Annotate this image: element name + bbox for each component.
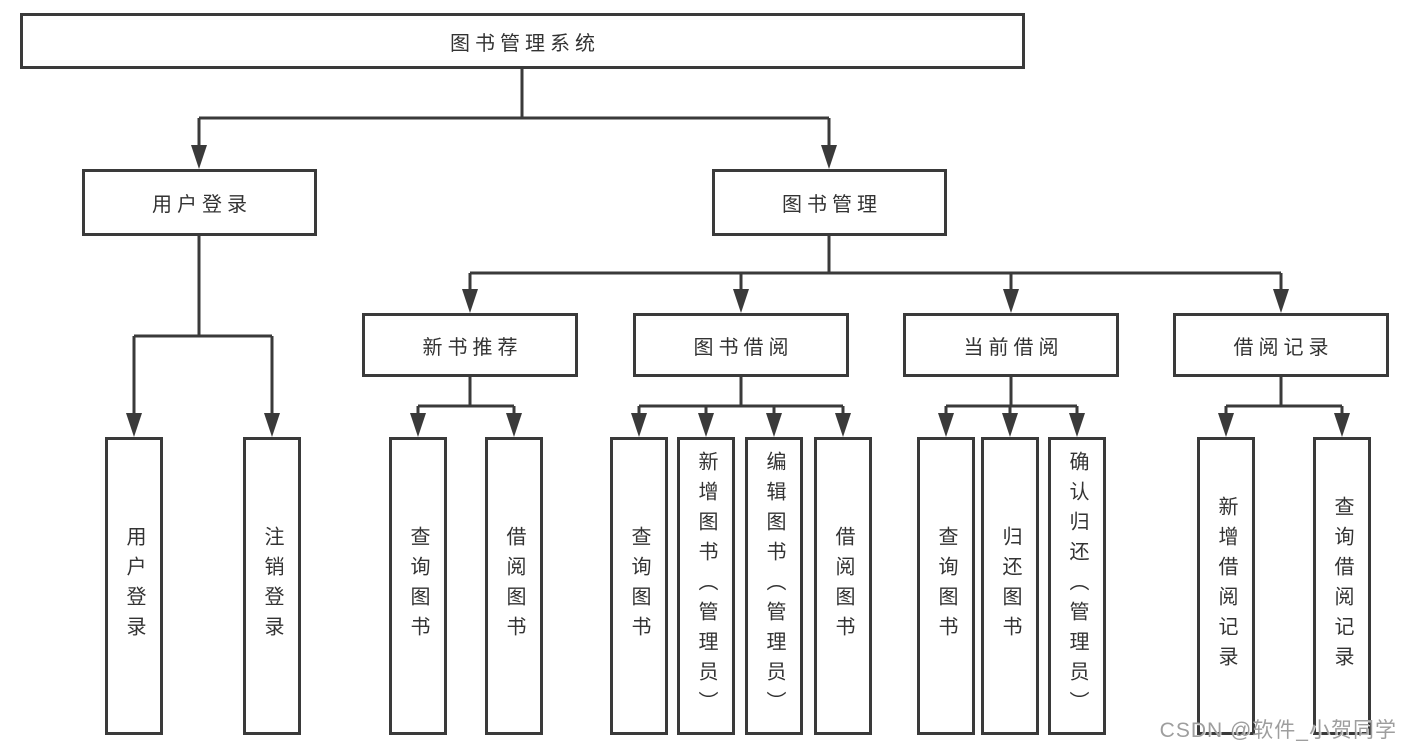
leaf-label: 注销登录 [261,526,283,646]
arrow-down-icon [462,289,478,313]
leaf-return-books: 归还图书 [981,437,1039,735]
leaf-label: 归还图书 [999,526,1021,646]
arrow-down-icon [821,145,837,169]
leaf-confirm-return-admin: 确认归还（管理员） [1048,437,1106,735]
arrow-down-icon [733,289,749,313]
node-book-borrowing: 图书借阅 [633,313,849,377]
leaf-edit-books-admin: 编辑图书（管理员） [745,437,803,735]
node-label: 图书管理系统 [450,32,600,55]
node-label: 图书管理 [782,194,882,216]
arrow-down-icon [126,413,142,437]
arrow-down-icon [698,413,714,437]
leaf-label: 新增图书（管理员） [695,451,717,721]
watermark: CSDN @软件_小贺同学 [1159,719,1397,742]
leaf-label: 借阅图书 [832,526,854,646]
node-book-management: 图书管理 [712,169,947,236]
leaf-label: 编辑图书（管理员） [763,451,785,721]
leaf-label: 查询图书 [628,526,650,646]
leaf-label: 查询图书 [935,526,957,646]
leaf-borrow-books-recommend: 借阅图书 [485,437,543,735]
leaf-query-borrow-record: 查询借阅记录 [1313,437,1371,735]
arrow-down-icon [631,413,647,437]
node-new-book-recommendation: 新书推荐 [362,313,578,377]
leaf-query-books-recommend: 查询图书 [389,437,447,735]
node-label: 借阅记录 [1233,336,1334,359]
leaf-label: 查询图书 [407,526,429,646]
leaf-query-books-borrowing: 查询图书 [610,437,668,735]
node-label: 图书借阅 [693,336,794,359]
arrow-down-icon [1334,413,1350,437]
node-current-borrowing: 当前借阅 [903,313,1119,377]
arrow-down-icon [1002,413,1018,437]
leaf-add-borrow-record: 新增借阅记录 [1197,437,1255,735]
node-label: 当前借阅 [963,336,1064,359]
leaf-user-login: 用户登录 [105,437,163,735]
node-label: 用户登录 [152,194,252,216]
arrow-down-icon [191,145,207,169]
arrow-down-icon [506,413,522,437]
arrow-down-icon [938,413,954,437]
leaf-add-books-admin: 新增图书（管理员） [677,437,735,735]
leaf-query-books-current: 查询图书 [917,437,975,735]
node-borrowing-records: 借阅记录 [1173,313,1389,377]
leaf-label: 确认归还（管理员） [1066,451,1088,721]
leaf-label: 用户登录 [123,526,145,646]
leaf-label: 借阅图书 [503,526,525,646]
arrow-down-icon [1003,289,1019,313]
arrow-down-icon [835,413,851,437]
arrow-down-icon [1069,413,1085,437]
node-library-management-system: 图书管理系统 [20,13,1025,69]
leaf-logout: 注销登录 [243,437,301,735]
leaf-label: 查询借阅记录 [1331,496,1353,676]
arrow-down-icon [410,413,426,437]
arrow-down-icon [1218,413,1234,437]
arrow-down-icon [1273,289,1289,313]
leaf-borrow-books: 借阅图书 [814,437,872,735]
arrowheads [126,145,1350,437]
node-user-login: 用户登录 [82,169,317,236]
arrow-down-icon [264,413,280,437]
arrow-down-icon [766,413,782,437]
node-label: 新书推荐 [422,336,523,359]
leaf-label: 新增借阅记录 [1215,496,1237,676]
